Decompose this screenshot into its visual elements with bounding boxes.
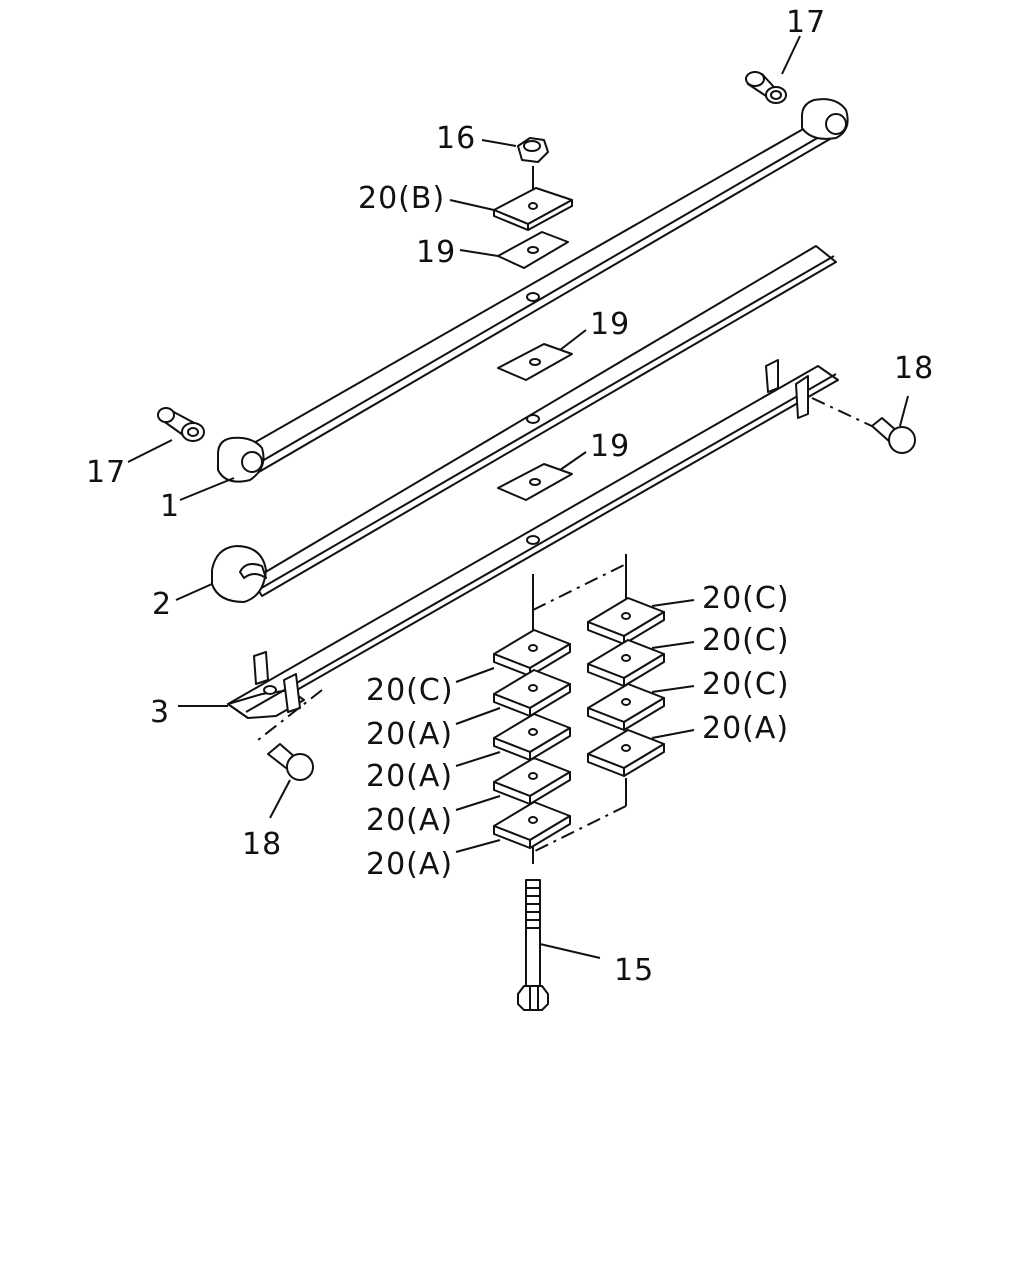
spacer-left-5 [493,801,571,849]
label-spacer-right-4: 20(A) [702,711,789,746]
pad-low [497,463,573,501]
label-pad-low: 19 [590,429,630,464]
spacer-right-4 [587,729,665,777]
spacer-stack-right [587,597,665,777]
label-pad-mid: 19 [590,307,630,342]
spacer-right-1 [587,597,665,645]
leaf-1 [217,98,849,483]
label-bushing-left: 17 [86,455,126,490]
pad-top [497,231,569,269]
label-spacer-left-2: 20(A) [366,717,453,752]
label-center-bolt: 15 [614,953,654,988]
label-spacer-left-1: 20(C) [366,673,454,708]
label-bolt-left: 18 [242,827,282,862]
spacer-b [493,187,573,231]
label-spacer-left-5: 20(A) [366,847,453,882]
leaf-2 [211,245,837,603]
label-leaf-3: 3 [150,695,170,730]
spacer-left-4 [493,757,571,805]
label-nut: 16 [436,121,476,156]
label-pad-top: 19 [416,235,456,270]
label-bolt-right: 18 [894,351,934,386]
bushing-left [157,407,205,442]
spacer-left-2 [493,669,571,717]
label-leaf-2: 2 [152,587,172,622]
label-spacer-left-3: 20(A) [366,759,453,794]
bolt-left [267,743,314,781]
spacer-left-1 [493,629,571,677]
label-leaf-1: 1 [160,489,180,524]
bushing-top [745,71,787,104]
leaf-3 [227,359,839,719]
spacer-right-3 [587,683,665,731]
label-spacer-left-4: 20(A) [366,803,453,838]
nut [517,137,549,163]
spacer-stack-left [493,629,571,849]
bolt-right [871,417,916,454]
pad-mid [497,343,573,381]
label-spacer-right-1: 20(C) [702,581,790,616]
label-spacer-b: 20(B) [358,181,445,216]
spacer-left-3 [493,713,571,761]
spacer-right-2 [587,639,665,687]
center-bolt [517,879,549,1011]
label-bushing-top: 17 [786,5,826,40]
label-spacer-right-2: 20(C) [702,623,790,658]
label-spacer-right-3: 20(C) [702,667,790,702]
